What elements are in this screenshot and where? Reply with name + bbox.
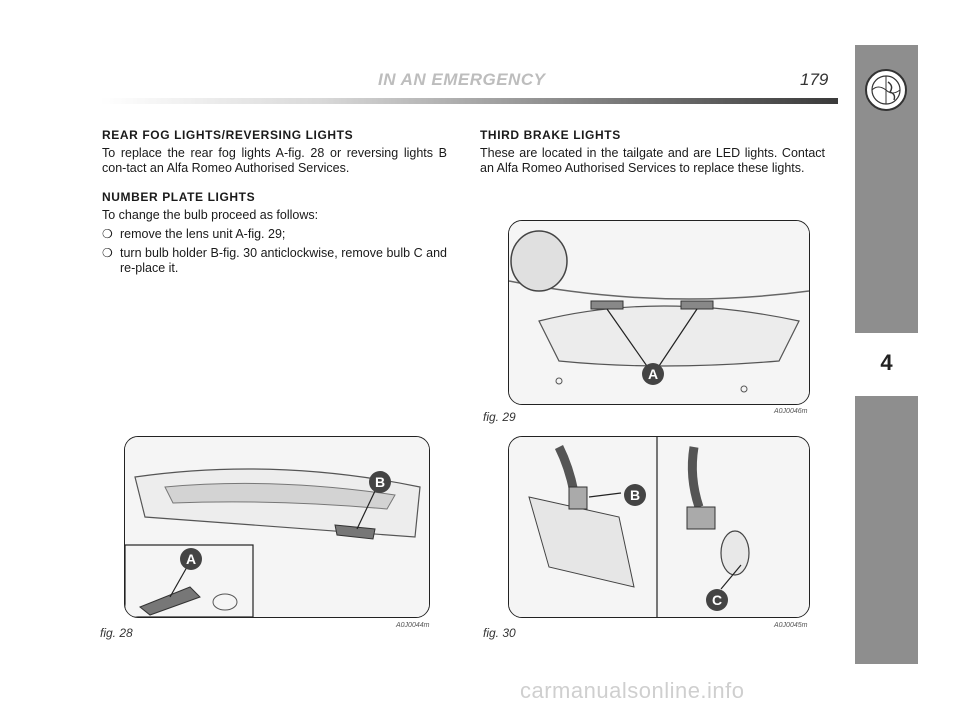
page-number: 179 <box>800 70 829 89</box>
figure-28-caption: fig. 28 <box>100 626 133 640</box>
chapter-number: 4 <box>880 350 893 375</box>
callout-b: B <box>630 487 640 503</box>
figure-30-code: A0J0045m <box>774 622 808 629</box>
section-heading-third-brake: THIRD BRAKE LIGHTS <box>480 128 621 142</box>
callout-b: B <box>375 474 385 490</box>
alfa-romeo-logo-icon <box>865 69 907 111</box>
instruction-list: ❍remove the lens unit A-fig. 29; ❍turn b… <box>102 227 447 276</box>
section-heading-number-plate: NUMBER PLATE LIGHTS <box>102 190 256 204</box>
section-heading-rear-fog: REAR FOG LIGHTS/REVERSING LIGHTS <box>102 128 354 142</box>
figure-28-drawing: B A <box>125 437 429 617</box>
figure-29-drawing: A <box>509 221 809 404</box>
callout-a: A <box>648 366 658 382</box>
figure-29-code: A0J0046m <box>774 408 808 415</box>
right-column: THIRD BRAKE LIGHTS These are located in … <box>480 128 825 190</box>
chapter-box <box>855 337 918 392</box>
callout-a: A <box>186 551 196 567</box>
figure-30-caption: fig. 30 <box>483 626 516 640</box>
list-item: ❍turn bulb holder B-fig. 30 anticlockwis… <box>102 246 447 275</box>
figure-30-drawing: B C <box>509 437 809 617</box>
section-body-third-brake: These are located in the tailgate and ar… <box>480 146 825 175</box>
figure-28-code: A0J0044m <box>396 622 430 629</box>
section-intro-number-plate: To change the bulb proceed as follows: <box>102 208 319 222</box>
figure-28-illustration: B A <box>124 436 430 618</box>
side-tab-bottom <box>855 396 918 664</box>
list-item: ❍remove the lens unit A-fig. 29; <box>102 227 286 241</box>
section-body-rear-fog: To replace the rear fog lights A-fig. 28… <box>102 146 447 175</box>
figure-29-caption: fig. 29 <box>483 410 516 424</box>
bullet-circle-icon: ❍ <box>102 246 113 260</box>
watermark-text: carmanualsonline.info <box>520 678 745 703</box>
header-rule <box>100 98 838 104</box>
figure-29-illustration: A <box>508 220 810 405</box>
left-column: REAR FOG LIGHTS/REVERSING LIGHTS To repl… <box>102 128 447 280</box>
figure-30-illustration: B C <box>508 436 810 618</box>
callout-c: C <box>712 592 722 608</box>
page-header-title: IN AN EMERGENCY <box>378 70 546 89</box>
bullet-circle-icon: ❍ <box>102 227 113 241</box>
